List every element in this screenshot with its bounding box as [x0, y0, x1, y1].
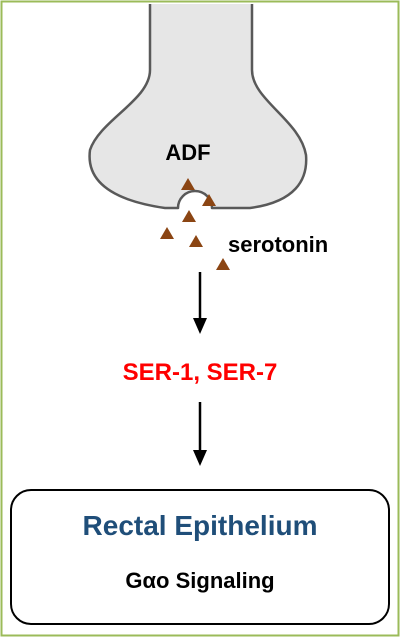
serotonin-molecule: [216, 258, 230, 270]
target-box: [10, 489, 390, 625]
serotonin-molecule: [181, 178, 195, 190]
serotonin-label: serotonin: [228, 232, 328, 257]
serotonin-molecule: [189, 235, 203, 247]
arrow-receptors-to-target: [193, 402, 207, 466]
serotonin-molecule: [160, 227, 174, 239]
serotonin-molecules: [160, 178, 230, 270]
receptors-label: SER-1, SER-7: [123, 359, 278, 386]
neuron-label: ADF: [165, 140, 210, 165]
serotonin-molecule: [182, 210, 196, 222]
arrow-serotonin-to-receptors: [193, 272, 207, 334]
adf-neuron-terminal: [88, 4, 308, 210]
serotonin-molecule: [202, 194, 216, 206]
target-subtitle: Gαo Signaling: [125, 568, 274, 593]
target-title: Rectal Epithelium: [83, 510, 318, 541]
